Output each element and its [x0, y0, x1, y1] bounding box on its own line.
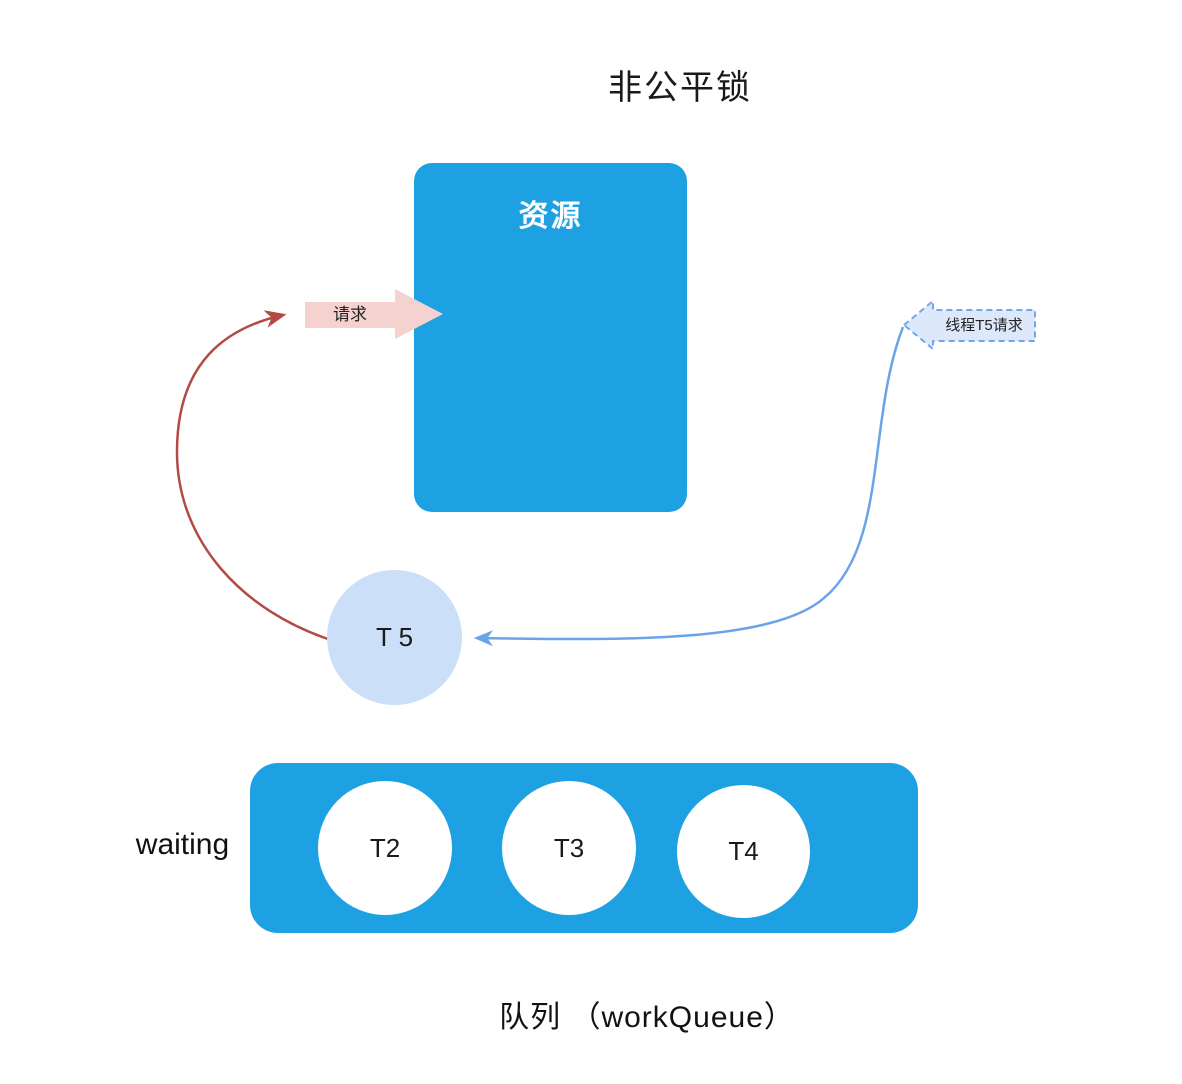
- t5-request-arrow-label: 线程T5请求: [945, 317, 1023, 334]
- t5-node: T 5: [327, 570, 462, 705]
- t5-node-label: T 5: [375, 622, 414, 652]
- queue-item-label: T3: [553, 832, 585, 863]
- queue-item-t3: T3: [502, 781, 636, 915]
- request-arrow-label: 请求: [333, 305, 367, 324]
- resource-label: 资源: [518, 200, 583, 233]
- queue-item-label: T2: [369, 832, 401, 863]
- queue-item-t2: T2: [318, 781, 452, 915]
- loop-arrow-red: [175, 310, 332, 642]
- waiting-label: waiting: [135, 828, 230, 861]
- resource-box: 资源: [414, 163, 687, 512]
- queue-caption: 队列 （workQueue）: [499, 1001, 795, 1034]
- queue-item-t4: T4: [677, 785, 810, 918]
- diagram-title: 非公平锁: [608, 69, 752, 107]
- queue-item-label: T4: [728, 836, 759, 866]
